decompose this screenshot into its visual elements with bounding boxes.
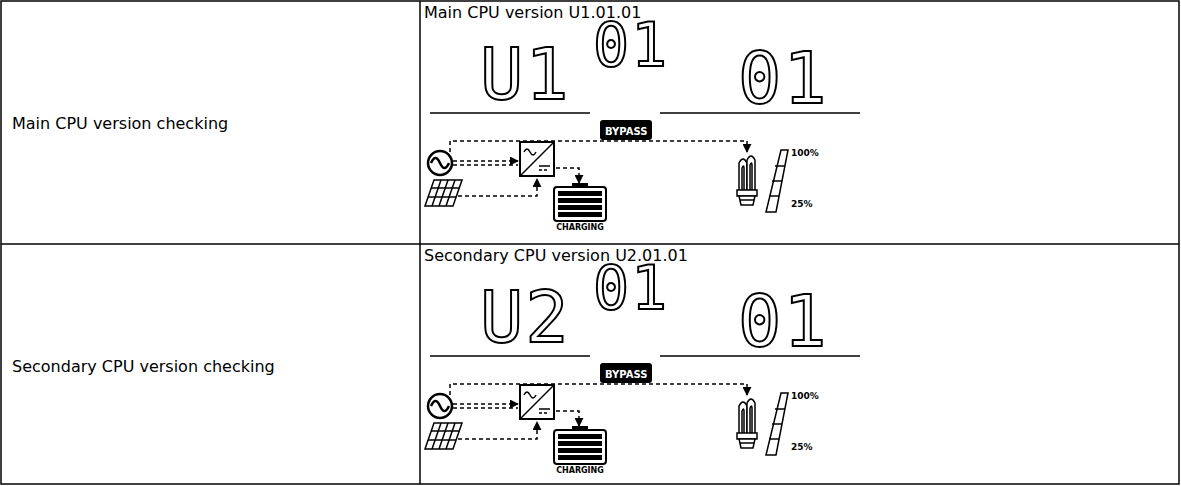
badge-text: BYPASS bbox=[605, 126, 647, 137]
charging-label: CHARGING bbox=[556, 467, 604, 476]
load-percent: 100% bbox=[791, 392, 819, 402]
load-percent: 100% bbox=[791, 149, 819, 159]
lcd-illustration bbox=[425, 356, 860, 464]
lcd-digits: U1 bbox=[480, 38, 571, 110]
load-percent: 25% bbox=[791, 443, 813, 453]
bulb-symbol bbox=[737, 156, 757, 205]
lcd-digits: 01 bbox=[738, 42, 829, 114]
row-label: Secondary CPU version checking bbox=[12, 357, 275, 376]
lcd-illustration bbox=[425, 113, 860, 221]
inverter-symbol bbox=[520, 142, 554, 176]
battery-symbol bbox=[554, 183, 606, 221]
bypass-badge: BYPASS bbox=[600, 120, 652, 140]
lcd-digits: 01 bbox=[593, 15, 669, 75]
lcd-digits: 01 bbox=[593, 258, 669, 318]
badge-text: BYPASS bbox=[605, 369, 647, 380]
ac-source-symbol bbox=[428, 151, 452, 175]
load-level-bar bbox=[766, 150, 788, 212]
bypass-badge: BYPASS bbox=[600, 363, 652, 383]
solar-panel-symbol bbox=[425, 180, 462, 206]
load-percent: 25% bbox=[791, 200, 813, 210]
lcd-digits: 01 bbox=[738, 285, 829, 357]
charging-label: CHARGING bbox=[556, 224, 604, 233]
row-label: Main CPU version checking bbox=[12, 114, 228, 133]
lcd-digits: U2 bbox=[480, 281, 571, 353]
